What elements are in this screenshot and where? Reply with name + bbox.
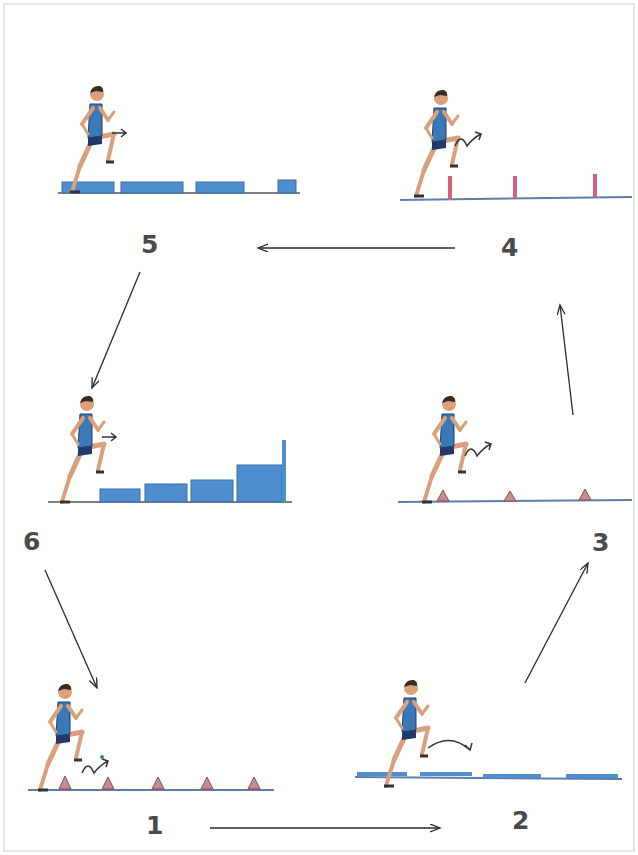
station-4-drawing-part bbox=[414, 90, 458, 196]
station-5-drawing-part bbox=[112, 129, 126, 137]
station-3-drawing bbox=[398, 396, 632, 502]
station-1-drawing-part bbox=[82, 759, 108, 773]
station-6-drawing-part bbox=[102, 433, 116, 441]
station-4-drawing-part bbox=[455, 132, 481, 146]
station-2-drawing-part bbox=[420, 772, 472, 776]
station: 2 bbox=[440, 683, 580, 848]
station-number: 6 bbox=[23, 528, 40, 556]
station-3-drawing-part bbox=[579, 489, 591, 500]
station-1-drawing-part bbox=[102, 777, 114, 789]
flow-arrow bbox=[210, 827, 440, 828]
station-6-drawing-part bbox=[191, 480, 233, 502]
station-5-drawing-part bbox=[62, 182, 114, 193]
station-number: 1 bbox=[146, 812, 163, 840]
station-3-drawing-part bbox=[437, 490, 449, 501]
station-5-drawing-part bbox=[121, 182, 183, 193]
station-number: 3 bbox=[592, 529, 609, 557]
station: 1 bbox=[40, 688, 210, 848]
station-5-drawing-part bbox=[278, 180, 296, 193]
station-1-drawing bbox=[28, 684, 274, 790]
station-1-drawing-part bbox=[59, 776, 71, 789]
station-4-drawing-part bbox=[513, 176, 517, 199]
station-4-drawing-part bbox=[593, 174, 597, 197]
station-2-drawing-part bbox=[357, 772, 407, 776]
station: 4 bbox=[455, 222, 575, 305]
station-6-drawing bbox=[48, 396, 292, 502]
frame bbox=[4, 4, 634, 851]
station-3-drawing-part bbox=[422, 396, 466, 502]
station-5-drawing-part bbox=[196, 182, 244, 193]
station: 6 bbox=[15, 388, 125, 570]
station-6-drawing-part bbox=[100, 489, 140, 502]
flow-arrow bbox=[92, 272, 140, 388]
station-3-drawing-part bbox=[504, 491, 516, 501]
station-1-drawing-part bbox=[248, 777, 260, 789]
station-4-drawing-part bbox=[448, 176, 452, 200]
station-2-drawing-part bbox=[384, 680, 428, 786]
flow-arrow bbox=[258, 247, 455, 248]
station-1-drawing-part bbox=[100, 755, 104, 759]
station-1-drawing-part bbox=[201, 777, 213, 789]
station-5-drawing-part bbox=[70, 86, 114, 192]
station-number: 2 bbox=[512, 807, 529, 835]
station-2-drawing-part bbox=[428, 740, 472, 750]
flow-arrow bbox=[45, 570, 97, 688]
station-1-drawing-part bbox=[38, 684, 82, 790]
station-6-drawing-part bbox=[60, 396, 104, 502]
flow-arrow bbox=[560, 305, 573, 415]
station-2-drawing bbox=[355, 680, 622, 786]
station-6-drawing-part bbox=[282, 440, 286, 502]
station-1-drawing-part bbox=[152, 777, 164, 789]
station-number: 4 bbox=[501, 234, 518, 262]
station: 3 bbox=[560, 415, 630, 563]
station-5-drawing bbox=[58, 86, 300, 193]
station-3-drawing-part bbox=[465, 442, 491, 456]
station-6-drawing-part bbox=[237, 465, 282, 502]
flow-arrow bbox=[525, 563, 588, 683]
station-6-drawing-part bbox=[145, 484, 187, 502]
station-2-drawing-part bbox=[483, 774, 541, 778]
station-2-drawing-part bbox=[566, 774, 618, 778]
station-4-drawing bbox=[400, 90, 632, 200]
station-number: 5 bbox=[141, 231, 158, 259]
station: 5 bbox=[95, 225, 258, 272]
